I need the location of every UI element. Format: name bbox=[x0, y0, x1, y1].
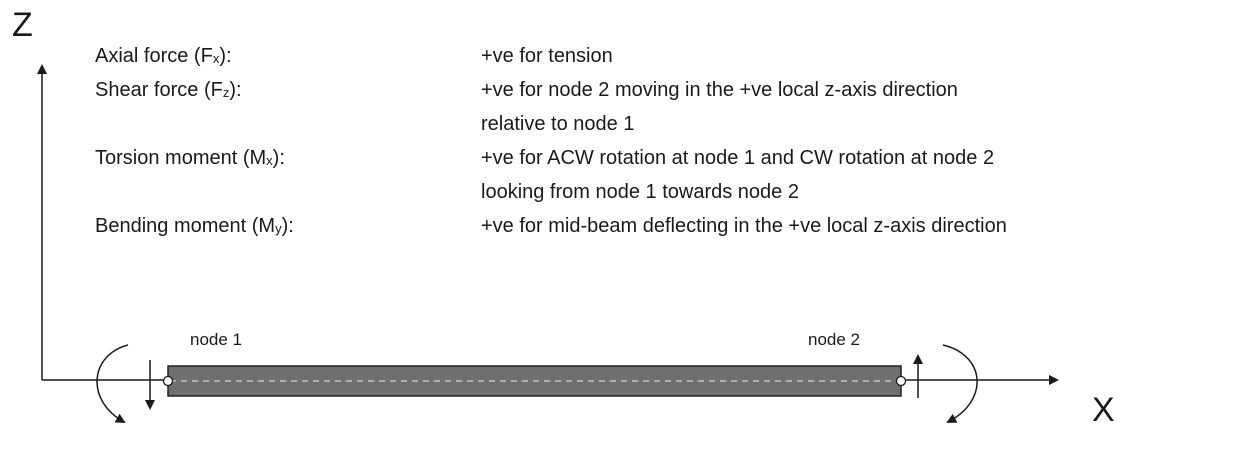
node-2-label: node 2 bbox=[808, 330, 860, 349]
node-1-label: node 1 bbox=[190, 330, 242, 349]
axial-force-desc: +ve for tension bbox=[481, 45, 613, 67]
shear-force-label: Shear force (Fz): bbox=[95, 79, 242, 101]
axial-force-label: Axial force (Fx): bbox=[95, 45, 232, 67]
moment-arc-node-2 bbox=[942, 344, 978, 423]
shear-force-desc-line-2: relative to node 1 bbox=[481, 113, 635, 135]
moment-arc-node-1 bbox=[96, 344, 129, 423]
node-1-marker bbox=[162, 375, 174, 387]
node-2-marker bbox=[895, 375, 907, 387]
bending-moment-desc: +ve for mid-beam deflecting in the +ve l… bbox=[481, 215, 1007, 237]
shear-force-desc-line-1: +ve for node 2 moving in the +ve local z… bbox=[481, 79, 958, 101]
torsion-moment-label: Torsion moment (Mx): bbox=[95, 147, 285, 169]
torsion-moment-desc-line-1: +ve for ACW rotation at node 1 and CW ro… bbox=[481, 147, 995, 169]
bending-moment-label: Bending moment (My): bbox=[95, 215, 294, 237]
torsion-moment-desc-line-2: looking from node 1 towards node 2 bbox=[481, 181, 799, 203]
z-axis-label: Z bbox=[12, 6, 33, 44]
x-axis-label: X bbox=[1092, 391, 1115, 429]
